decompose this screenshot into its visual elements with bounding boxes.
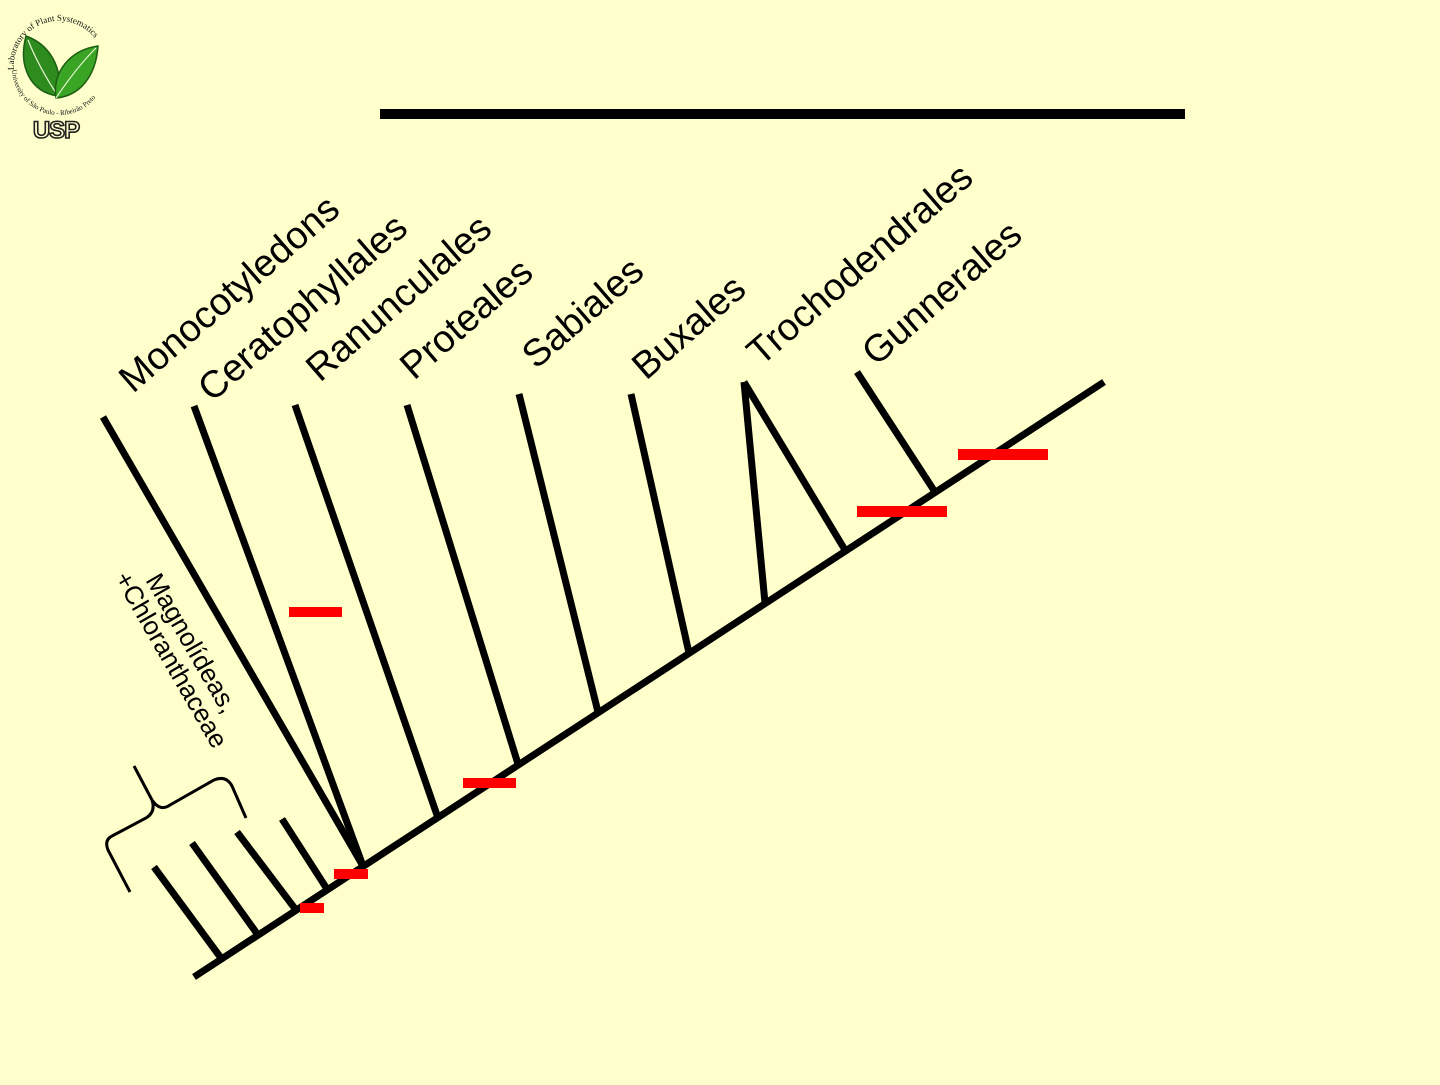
synapomorphy-mark [289,607,342,617]
leaf-icon [24,36,60,96]
branch-gunnerales [857,372,935,492]
branch-sabiales [519,394,598,712]
synapomorphy-mark [334,869,368,879]
magnoliid-branch [154,867,221,958]
logo-acronym: USP [33,117,80,144]
magnoliid-brace [107,766,246,892]
branch-ceratophyllales [194,406,363,866]
synapomorphy-mark [463,778,516,788]
synapomorphy-mark [857,506,947,517]
branch-proteales [407,405,518,764]
lab-logo: Laboratory of Plant Systematics Universi… [0,0,115,145]
magnoliid-branch [237,832,296,910]
branch-buxales [631,394,689,653]
synapomorphy-mark [300,903,324,913]
magnoliid-branch [282,819,327,889]
synapomorphy-mark [958,449,1048,460]
magnoliid-branch [192,843,258,935]
